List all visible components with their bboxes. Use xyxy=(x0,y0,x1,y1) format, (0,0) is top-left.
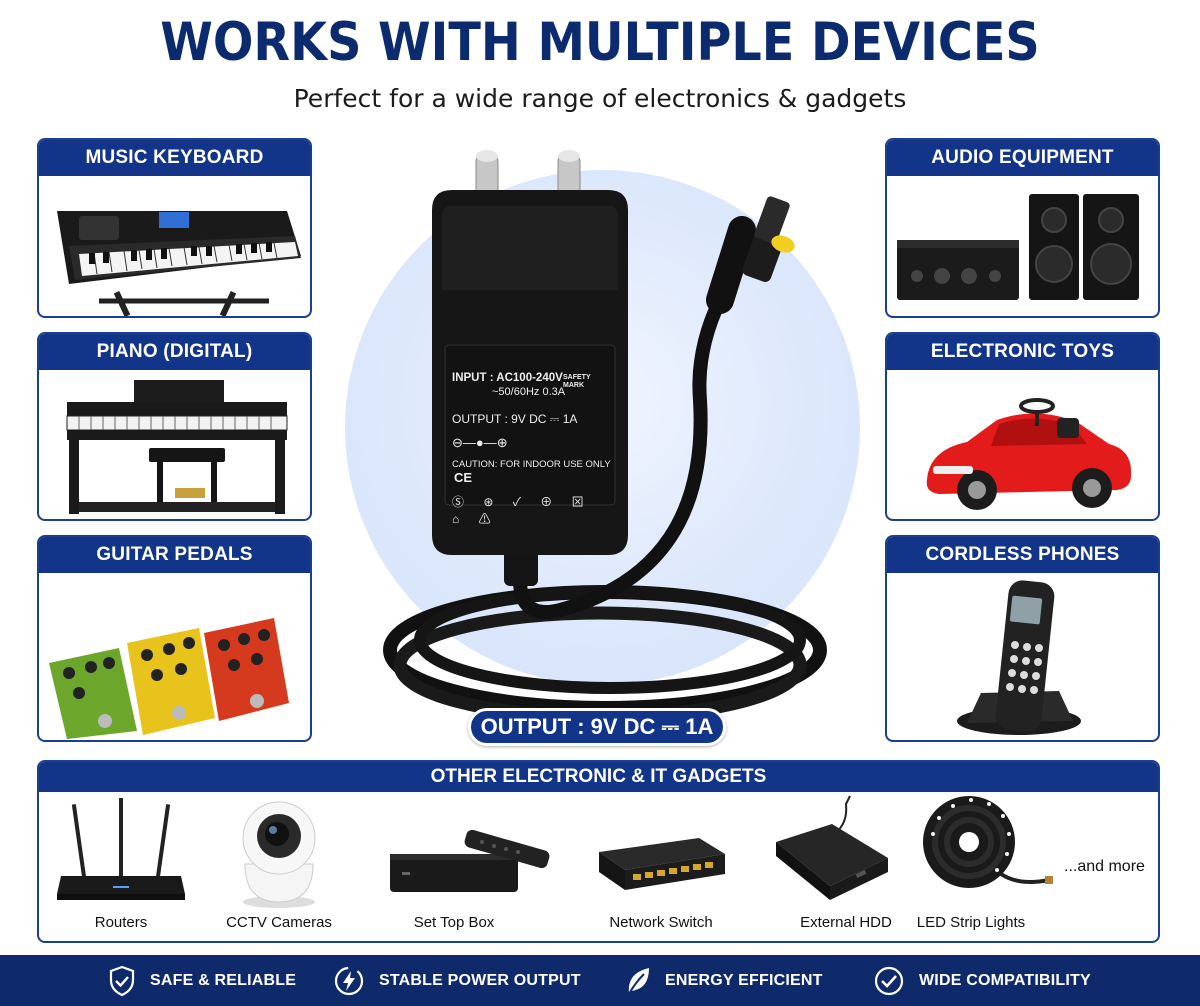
gadget-label: Routers xyxy=(94,914,148,931)
external-hdd-icon xyxy=(776,795,888,900)
card-guitar-pedals: GUITAR PEDALS xyxy=(37,535,312,742)
adapter-output-line: OUTPUT : 9V DC ⎓ 1A xyxy=(452,412,578,426)
keyboard-icon xyxy=(57,211,301,316)
feature-label: WIDE COMPATIBILITY xyxy=(919,971,1091,989)
card-heading: MUSIC KEYBOARD xyxy=(39,140,310,176)
gadget-network-switch: Network Switch xyxy=(579,794,739,941)
feature-wide-compatibility: WIDE COMPATIBILITY xyxy=(873,955,1091,1006)
speakers-icon xyxy=(897,194,1139,300)
caution-text: CAUTION: FOR INDOOR USE ONLY xyxy=(452,459,611,470)
feature-energy-efficient: ENERGY EFFICIENT xyxy=(625,955,823,1006)
gadget-label: Network Switch xyxy=(609,914,713,931)
gadget-routers: Routers xyxy=(41,794,201,941)
piano-icon xyxy=(66,380,288,514)
card-music-keyboard: MUSIC KEYBOARD xyxy=(37,138,312,318)
router-icon xyxy=(57,798,185,900)
network-switch-icon xyxy=(599,838,725,890)
gadget-led-strip-lights: LED Strip Lights xyxy=(909,794,1069,941)
gadget-label: CCTV Cameras xyxy=(226,914,332,931)
adapter-input-line2: ~50/60Hz 0.3A xyxy=(492,386,566,398)
certification-icons: Ⓢ ⊛ ✓ ⊕ ⊠ ⌂ ⚠ xyxy=(452,495,592,526)
card-heading: ELECTRONIC TOYS xyxy=(887,334,1158,370)
leaf-icon xyxy=(628,967,649,994)
page-subtitle: Perfect for a wide range of electronics … xyxy=(293,84,907,113)
other-gadgets-heading: OTHER ELECTRONIC & IT GADGETS xyxy=(39,762,1158,792)
cordless-phone-icon xyxy=(957,580,1081,735)
toy-car-icon xyxy=(926,398,1132,510)
safety-mark-badge: SAFETY MARK xyxy=(563,374,599,390)
card-electronic-toys: ELECTRONIC TOYS xyxy=(885,332,1160,521)
card-heading: PIANO (DIGITAL) xyxy=(39,334,310,370)
adapter-caution: CAUTION: FOR INDOOR USE ONLY CE xyxy=(452,459,612,485)
cctv-camera-icon xyxy=(242,801,316,908)
card-cordless-phones: CORDLESS PHONES xyxy=(885,535,1160,742)
adapter-label-text: INPUT : AC100-240V ~50/60Hz 0.3A OUTPUT … xyxy=(452,372,612,527)
power-adapter-image xyxy=(383,150,827,724)
check-circle-icon xyxy=(874,966,904,995)
gadget-label: LED Strip Lights xyxy=(916,914,1026,931)
feature-safe-reliable: SAFE & RELIABLE xyxy=(108,955,296,1006)
lightning-icon xyxy=(334,966,364,995)
card-heading: GUITAR PEDALS xyxy=(39,537,310,573)
card-heading: CORDLESS PHONES xyxy=(887,537,1158,573)
card-digital-piano: PIANO (DIGITAL) xyxy=(37,332,312,521)
gadget-cctv-cameras: CCTV Cameras xyxy=(199,794,359,941)
and-more-text: ...and more xyxy=(1064,858,1145,875)
feature-label: ENERGY EFFICIENT xyxy=(665,971,823,989)
gadget-set-top-box: Set Top Box xyxy=(384,794,550,941)
gadget-label: External HDD xyxy=(800,914,892,931)
led-strip-icon xyxy=(923,796,1053,888)
card-audio-equipment: AUDIO EQUIPMENT xyxy=(885,138,1160,318)
guitar-pedals-icon xyxy=(49,618,289,739)
feature-label: STABLE POWER OUTPUT xyxy=(379,971,581,989)
safety-mark-text: SAFETY MARK xyxy=(563,374,591,389)
page-title: WORKS WITH MULTIPLE DEVICES xyxy=(160,12,1040,73)
card-heading: AUDIO EQUIPMENT xyxy=(887,140,1158,176)
polarity-icon: ⊖—●—⊕ xyxy=(452,435,508,450)
set-top-box-icon xyxy=(390,829,550,892)
gadget-label: Set Top Box xyxy=(413,914,495,931)
adapter-input-line1: INPUT : AC100-240V xyxy=(452,372,563,384)
ce-mark: CE xyxy=(454,470,473,485)
other-gadgets-panel: OTHER ELECTRONIC & IT GADGETS Routers CC… xyxy=(37,760,1160,943)
output-badge: OUTPUT : 9V DC ⎓ 1A xyxy=(468,708,726,746)
gadget-external-hdd: External HDD xyxy=(764,794,924,941)
feature-label: SAFE & RELIABLE xyxy=(150,971,297,989)
feature-stable-power: STABLE POWER OUTPUT xyxy=(333,955,581,1006)
shield-check-icon xyxy=(109,965,135,996)
features-footer: SAFE & RELIABLE STABLE POWER OUTPUT ENER… xyxy=(0,955,1200,1006)
